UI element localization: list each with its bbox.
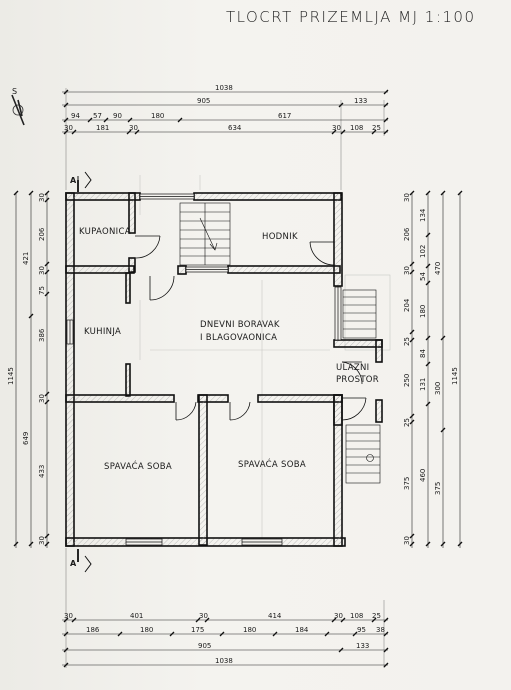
- room-label-spavaca-2: SPAVAĆA SOBA: [238, 458, 306, 470]
- section-mark-bottom: A: [70, 549, 92, 573]
- dim-left-b-1: 30: [38, 193, 46, 202]
- dim-bot-b-2: 180: [140, 626, 153, 634]
- plan-title: TLOCRT PRIZEMLJA MJ 1:100: [226, 8, 476, 26]
- dim-top-b-1: 94: [71, 112, 80, 120]
- dim-bot-a-2: 133: [356, 642, 369, 650]
- dim-right-a-1: 470: [434, 262, 442, 275]
- room-label-ulazni-2: PROSTOR: [336, 375, 379, 385]
- dim-bot-c-5: 30: [334, 612, 343, 620]
- dimension-ticks: [13, 89, 463, 668]
- dim-left-b-3: 30: [38, 266, 46, 275]
- dim-left-b-8: 30: [38, 536, 46, 545]
- room-label-dnevni-1: DNEVNI BORAVAK: [200, 320, 280, 330]
- walls: [65, 192, 383, 547]
- dim-right-c-5: 25: [403, 337, 411, 346]
- dim-top-c-4: 634: [228, 124, 242, 132]
- dim-right-c-1: 30: [403, 193, 411, 202]
- section-label-bottom: A: [70, 559, 77, 568]
- dim-top-b-4: 180: [151, 112, 164, 120]
- dim-bot-c-3: 30: [199, 612, 208, 620]
- dim-top-total: 1038: [215, 84, 233, 92]
- room-label-hodnik: HODNIK: [262, 232, 298, 242]
- doors: [135, 235, 367, 421]
- dim-top-c-5: 30: [332, 124, 341, 132]
- stairs: [179, 202, 381, 484]
- dim-bot-c-2: 401: [130, 612, 143, 620]
- dim-right-c-6: 250: [403, 374, 411, 387]
- dim-right-c-3: 30: [403, 266, 411, 275]
- dim-bot-b-3: 175: [191, 626, 204, 634]
- dim-top-c-3: 30: [129, 124, 138, 132]
- room-label-dnevni-2: I BLAGOVAONICA: [200, 333, 277, 343]
- dim-left-a-1: 421: [22, 252, 30, 265]
- dim-bot-b-1: 186: [86, 626, 100, 634]
- windows: [66, 193, 342, 546]
- dim-right-c-8: 375: [403, 477, 411, 490]
- dim-right-c-2: 206: [403, 227, 411, 241]
- dim-bot-c-4: 414: [268, 612, 282, 620]
- dim-bot-c-6: 108: [350, 612, 363, 620]
- dim-right-b-7: 460: [419, 469, 427, 482]
- dim-right-c-7: 25: [403, 418, 411, 427]
- dim-bot-b-5: 184: [295, 626, 309, 634]
- dim-top-c-1: 30: [64, 124, 73, 132]
- dim-right-a-3: 375: [434, 482, 442, 495]
- room-label-kuhinja: KUHINJA: [84, 327, 121, 337]
- dim-bot-c-1: 30: [64, 612, 73, 620]
- dim-bot-a-1: 905: [198, 642, 211, 650]
- dim-bot-c-7: 25: [372, 612, 381, 620]
- dim-left-b-2: 206: [38, 227, 46, 241]
- section-label-top: A: [70, 176, 77, 185]
- north-arrow-icon: S: [11, 87, 25, 126]
- dim-left-a-2: 649: [22, 432, 30, 445]
- dim-top-a-1: 905: [197, 97, 210, 105]
- dim-right-b-1: 134: [419, 208, 427, 222]
- dim-right-b-5: 84: [419, 349, 427, 358]
- dim-right-a-2: 300: [434, 382, 442, 395]
- dim-top-b-2: 57: [93, 112, 102, 120]
- dimension-lines: [15, 88, 461, 668]
- dim-right-c-4: 204: [403, 298, 411, 312]
- room-label-kupaonica: KUPAONICA: [79, 227, 131, 237]
- dim-right-b-6: 131: [419, 378, 427, 391]
- north-label: S: [12, 87, 17, 96]
- dim-left-b-6: 30: [38, 394, 46, 403]
- dim-top-a-2: 133: [354, 97, 367, 105]
- dim-left-b-4: 75: [38, 286, 46, 295]
- dim-bot-b-4: 180: [243, 626, 256, 634]
- room-label-ulazni-1: ULAZNI: [336, 363, 369, 373]
- dim-left-b-7: 433: [38, 465, 46, 478]
- dim-bot-total: 1038: [215, 657, 233, 665]
- dim-top-b-3: 90: [113, 112, 122, 120]
- dim-right-b-3: 54: [419, 272, 427, 281]
- background-site-lines: [139, 175, 391, 540]
- dim-left-total: 1145: [7, 367, 15, 385]
- room-label-spavaca-1: SPAVAĆA SOBA: [104, 460, 172, 472]
- dim-top-b-5: 617: [278, 112, 291, 120]
- dim-bot-b-7: 38: [376, 626, 385, 634]
- dim-right-total: 1145: [451, 367, 459, 385]
- section-mark-top: A: [70, 171, 92, 192]
- dim-right-b-4: 180: [419, 305, 427, 318]
- dim-right-c-9: 30: [403, 536, 411, 545]
- dim-top-c-6: 108: [350, 124, 363, 132]
- dim-left-b-5: 386: [38, 328, 46, 342]
- dim-top-c-7: 25: [372, 124, 381, 132]
- dim-right-b-2: 102: [419, 245, 427, 258]
- dim-bot-b-6: 95: [357, 626, 366, 634]
- dim-top-c-2: 181: [96, 124, 109, 132]
